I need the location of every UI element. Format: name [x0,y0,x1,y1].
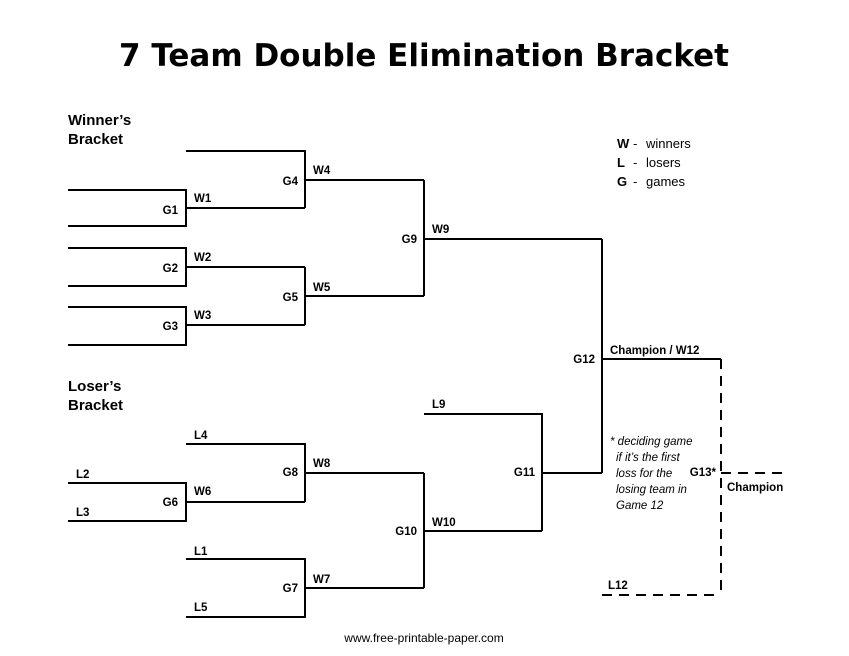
label-w3: W3 [194,310,211,322]
legend-sep-g: - [633,174,637,189]
label-g5: G5 [283,292,299,304]
legend-sep-w: - [633,136,637,151]
label-g6: G6 [163,497,178,509]
winners-heading-line2: Bracket [68,131,123,148]
footer-url: www.free-printable-paper.com [343,631,503,645]
label-l2: L2 [76,469,89,481]
label-g2: G2 [163,263,178,275]
label-g10: G10 [395,526,417,538]
game-g11-bracket [424,413,543,531]
label-w7: W7 [313,574,330,586]
losers-heading-line1: Loser’s [68,378,121,395]
label-l9: L9 [432,399,445,411]
label-g4: G4 [283,176,299,188]
label-w4: W4 [313,165,331,177]
label-g3: G3 [163,321,178,333]
note-line1: * deciding game [610,436,692,448]
legend-key-w: W [617,136,630,151]
label-g8: G8 [283,467,299,479]
legend-sep-l: - [633,155,637,170]
game-g4-bracket [186,150,306,208]
winners-bracket-lines [68,150,721,473]
note-line5: Game 12 [616,500,664,512]
label-l4: L4 [194,430,208,442]
losers-heading-line2: Bracket [68,397,123,414]
note-line4: losing team in [616,484,687,496]
label-w2: W2 [194,252,211,264]
losers-bracket-lines [68,413,602,618]
label-champion: Champion [727,482,783,494]
legend: W - winners L - losers G - games [617,136,691,189]
label-w8: W8 [313,458,331,470]
legend-key-g: G [617,174,627,189]
legend-text-g: games [646,174,686,189]
page-title: 7 Team Double Elimination Bracket [119,38,729,74]
label-g1: G1 [163,205,179,217]
label-g9: G9 [402,234,417,246]
label-l1: L1 [194,546,208,558]
deciding-game-note: * deciding game if it’s the first loss f… [610,436,692,512]
label-g12: G12 [573,354,595,366]
label-l12: L12 [608,580,628,592]
deciding-game-lines [602,359,782,596]
label-w5: W5 [313,282,331,294]
legend-text-l: losers [646,155,681,170]
legend-text-w: winners [645,136,691,151]
label-l3: L3 [76,507,89,519]
label-w6: W6 [194,486,211,498]
label-champion-w12: Champion / W12 [610,345,699,357]
label-w10: W10 [432,517,456,529]
label-g7: G7 [283,583,298,595]
legend-key-l: L [617,155,625,170]
label-w1: W1 [194,193,212,205]
note-line2: if it’s the first [616,452,680,464]
label-w9: W9 [432,224,449,236]
game-g8-bracket [186,443,306,502]
label-l5: L5 [194,602,208,614]
label-g11: G11 [514,467,536,479]
label-g13: G13* [690,467,717,479]
winners-heading-line1: Winner’s [68,112,131,129]
note-line3: loss for the [616,468,672,480]
